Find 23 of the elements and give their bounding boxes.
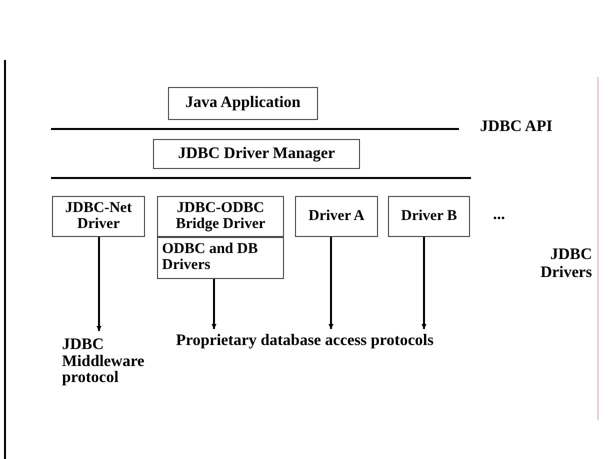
box-label: Driver A xyxy=(308,208,364,224)
box-label: JDBC Driver Manager xyxy=(178,146,335,162)
component-box xyxy=(295,196,378,237)
arrow xyxy=(212,279,216,329)
arrow xyxy=(328,237,334,329)
layer-label: JDBC API xyxy=(480,118,554,136)
box-label: Java Application xyxy=(185,95,301,112)
protocol-label: JDBC Middleware protocol xyxy=(62,333,162,391)
arrow xyxy=(96,237,102,331)
component-box xyxy=(52,196,145,237)
layer-label: JDBC Drivers xyxy=(539,246,592,282)
box-label: ODBC and DB Drivers xyxy=(162,242,259,274)
box-label: JDBC-ODBC Bridge Driver xyxy=(174,200,266,232)
component-box xyxy=(157,196,284,237)
protocol-label: Proprietary database access protocols xyxy=(176,331,482,351)
component-box xyxy=(157,237,284,279)
layer-label: ... xyxy=(493,206,506,224)
box-label: JDBC-Net Driver xyxy=(64,200,133,232)
component-box xyxy=(388,196,470,237)
box-label: Driver B xyxy=(401,208,457,224)
component-box xyxy=(168,87,318,120)
component-box xyxy=(153,139,360,169)
arrow xyxy=(422,237,426,329)
